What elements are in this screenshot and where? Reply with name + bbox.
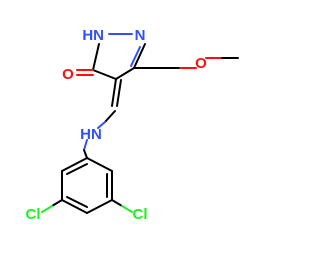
bond-c-cl-right-green [121, 205, 133, 213]
bond-c4-ch-a [111, 78, 117, 107]
bond-c-cl-left [51, 199, 63, 207]
structure-canvas: HN N O O HN Cl Cl [26, 27, 239, 223]
methoxymethyl-group [133, 57, 239, 69]
carbonyl [76, 69, 94, 76]
pyrazolone-ring [92, 33, 146, 80]
chloro-bonds [41, 199, 133, 213]
bond-n-c3-a [133, 43, 146, 69]
atom-label-o-keto: O [62, 66, 74, 83]
atom-label-cl-right: Cl [133, 206, 148, 223]
ring-bond-6 [61, 157, 88, 172]
bond-n-c3-b [130, 46, 141, 67]
bond-c-cl-left-green [41, 205, 53, 213]
bond-nh-ar [83, 149, 88, 159]
atom-label-n-ring: N [135, 27, 146, 44]
enamine-linker [83, 78, 122, 159]
chemical-structure: HN N O O HN Cl Cl [26, 27, 239, 223]
bond-c4-c5 [92, 69, 117, 80]
bond-c4-ch-b [116, 79, 122, 107]
atom-label-o-ether: O [195, 55, 207, 72]
bond-c-cl-right [111, 199, 123, 207]
ring-bond-6-inner [66, 163, 88, 175]
ring-bond-1 [86, 157, 113, 172]
atom-label-nh-amine: HN [80, 126, 102, 143]
bond-c3-c4 [115, 67, 135, 80]
bond-nh-ar-blue [83, 139, 88, 151]
ring-bond-4 [61, 199, 88, 214]
atom-label-hn-ring: HN [82, 27, 104, 44]
dichlorophenyl-ring [61, 157, 113, 214]
ring-bond-4-inner [66, 196, 88, 208]
bond-c5-n1 [92, 43, 100, 71]
ring-bond-3 [86, 199, 113, 214]
bond-ch-nh [104, 110, 116, 123]
bond-ch-nh-blue [97, 121, 106, 129]
atom-label-cl-left: Cl [26, 206, 41, 223]
